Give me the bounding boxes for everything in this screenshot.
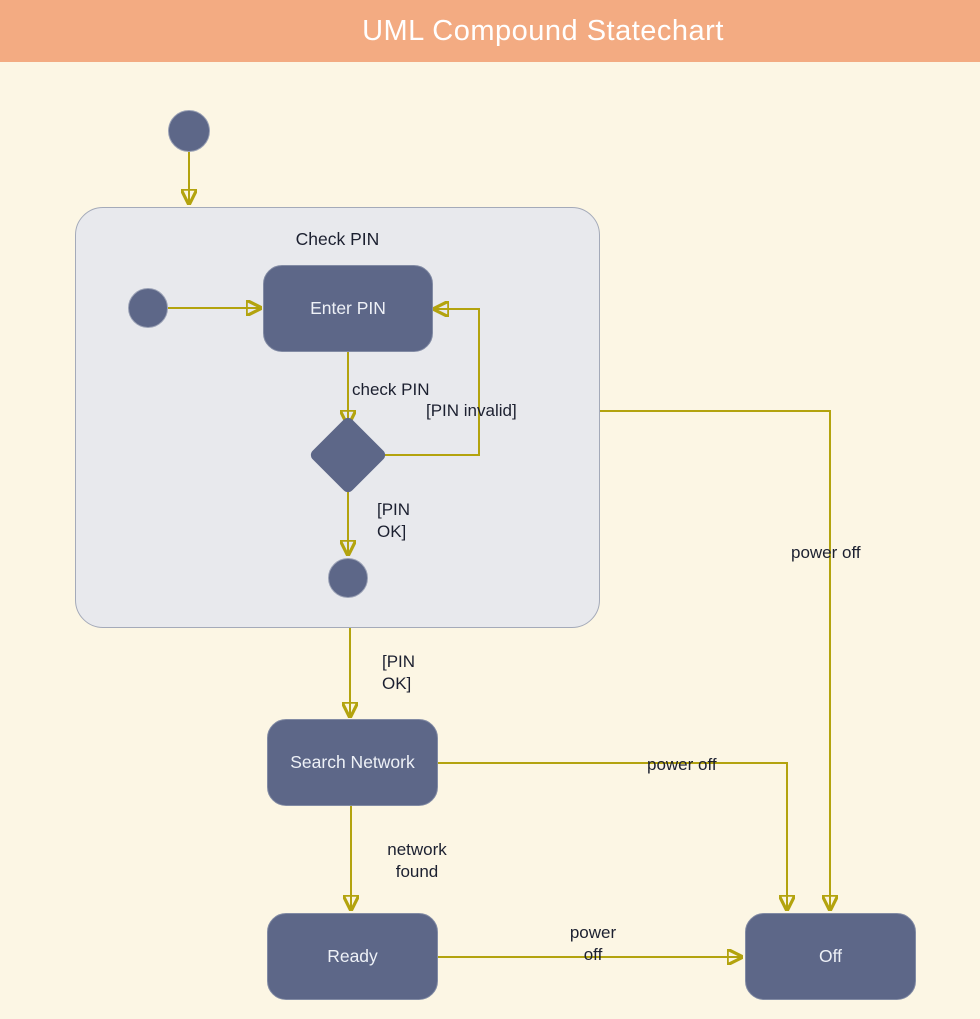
state-off: Off bbox=[745, 913, 916, 1000]
initial-state-icon bbox=[168, 110, 210, 152]
transition-label-power-off-ready: power off bbox=[569, 923, 617, 964]
transition-label-pin-ok-outer: [PIN OK] bbox=[382, 652, 416, 693]
transition-label-pin-ok-inner: [PIN OK] bbox=[377, 500, 411, 541]
state-ready-label: Ready bbox=[327, 946, 378, 966]
state-enter-pin-label: Enter PIN bbox=[310, 298, 386, 318]
transition-label-power-off-search: power off bbox=[647, 755, 717, 774]
transition-label-pin-invalid: [PIN invalid] bbox=[426, 401, 517, 420]
state-off-label: Off bbox=[818, 946, 843, 966]
state-search-network-label: Search Network bbox=[290, 752, 415, 772]
inner-initial-state-icon bbox=[128, 288, 168, 328]
transition-check-pin-to-off bbox=[600, 410, 830, 908]
state-ready: Ready bbox=[267, 913, 438, 1000]
transition-label-network-found: network found bbox=[387, 840, 447, 881]
compound-state-label: Check PIN bbox=[295, 229, 380, 249]
page-title: UML Compound Statechart bbox=[362, 14, 724, 47]
diagram-canvas: Check PIN Enter PIN bbox=[0, 62, 980, 1019]
state-enter-pin: Enter PIN bbox=[263, 265, 433, 352]
transition-label-check-pin: check PIN bbox=[352, 380, 430, 399]
transition-search-network-to-off bbox=[438, 762, 787, 908]
final-state-icon bbox=[328, 558, 368, 598]
header-bar: UML Compound Statechart bbox=[0, 0, 980, 62]
transition-label-power-off-compound: power off bbox=[791, 543, 861, 562]
state-search-network: Search Network bbox=[267, 719, 438, 806]
